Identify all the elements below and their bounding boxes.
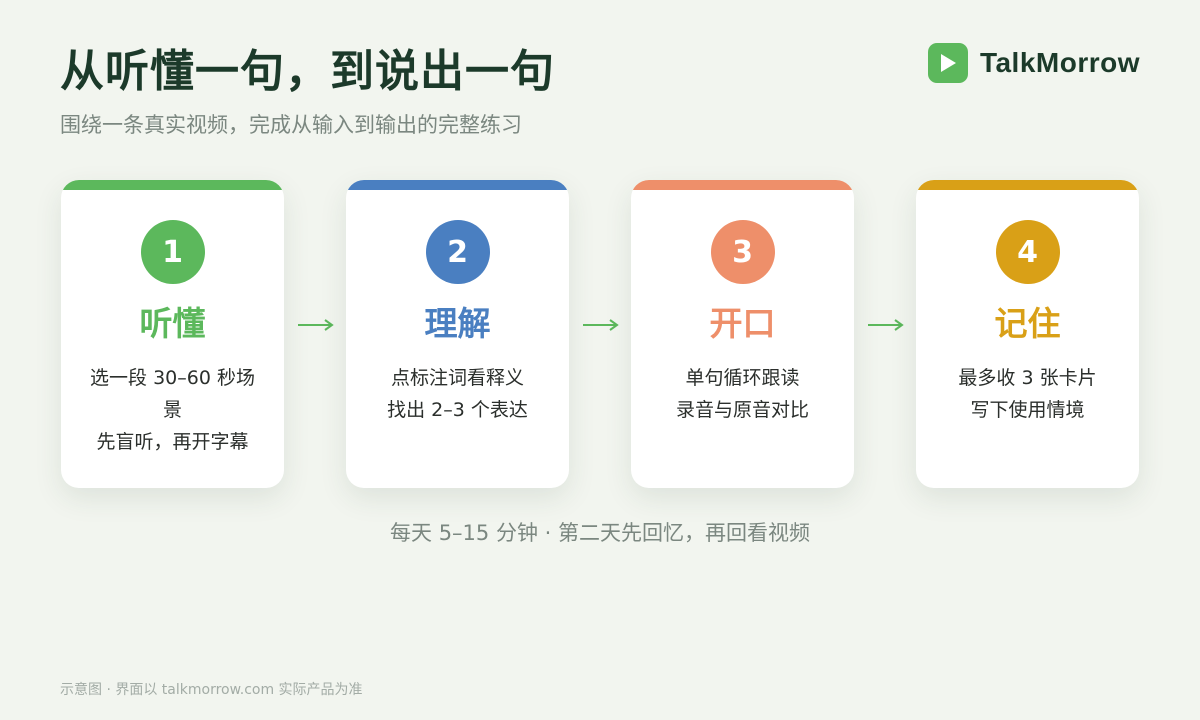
step-description: 点标注词看释义 找出 2–3 个表达 [368, 362, 547, 426]
steps-flow: 1 听懂 选一段 30–60 秒场 景 先盲听，再开字幕 2 理解 点标注词看释… [61, 180, 1139, 488]
step-description: 选一段 30–60 秒场 景 先盲听，再开字幕 [83, 362, 262, 458]
step-title: 开口 [709, 304, 776, 343]
step-title: 听懂 [139, 304, 206, 343]
card-accent-bar [61, 180, 284, 190]
arrow-right-icon [868, 319, 904, 331]
card-accent-bar [631, 180, 854, 190]
step-description-line: 先盲听，再开字幕 [96, 431, 249, 453]
step-description: 单句循环跟读 录音与原音对比 [653, 362, 832, 426]
step-number-badge: 2 [425, 220, 490, 284]
card-accent-bar [916, 180, 1139, 190]
step-card-understand: 2 理解 点标注词看释义 找出 2–3 个表达 [346, 180, 569, 488]
play-icon-glyph [940, 54, 956, 72]
step-card-remember: 4 记住 最多收 3 张卡片 写下使用情境 [916, 180, 1139, 488]
step-description-line: 最多收 3 张卡片 [958, 367, 1097, 389]
brand-logo-group: TalkMorrow [927, 43, 1140, 83]
step-card-speak: 3 开口 单句循环跟读 录音与原音对比 [631, 180, 854, 488]
arrow-right-icon [583, 319, 619, 331]
play-icon [927, 43, 968, 83]
step-description-line: 点标注词看释义 [390, 367, 524, 389]
footnote: 每天 5–15 分钟 · 第二天先回忆，再回看视频 [390, 521, 810, 545]
page-title: 从听懂一句，到说出一句 [60, 46, 555, 97]
step-description-line: 录音与原音对比 [675, 399, 809, 421]
step-description: 最多收 3 张卡片 写下使用情境 [938, 362, 1117, 426]
step-title: 理解 [424, 304, 491, 343]
arrow-right-icon [298, 319, 334, 331]
step-description-line: 选一段 30–60 秒场 [90, 367, 255, 389]
step-title: 记住 [994, 304, 1061, 343]
step-description-line: 找出 2–3 个表达 [387, 399, 528, 421]
step-number-badge: 3 [710, 220, 775, 284]
card-accent-bar [346, 180, 569, 190]
step-number-badge: 1 [140, 220, 205, 284]
disclaimer: 示意图 · 界面以 talkmorrow.com 实际产品为准 [60, 682, 363, 698]
page-subtitle: 围绕一条真实视频，完成从输入到输出的完整练习 [60, 113, 522, 137]
brand-name: TalkMorrow [979, 47, 1140, 78]
step-description-line: 景 [162, 399, 182, 421]
step-card-listen: 1 听懂 选一段 30–60 秒场 景 先盲听，再开字幕 [61, 180, 284, 488]
step-description-line: 写下使用情境 [970, 399, 1085, 421]
step-description-line: 单句循环跟读 [685, 367, 800, 389]
step-number-badge: 4 [995, 220, 1060, 284]
